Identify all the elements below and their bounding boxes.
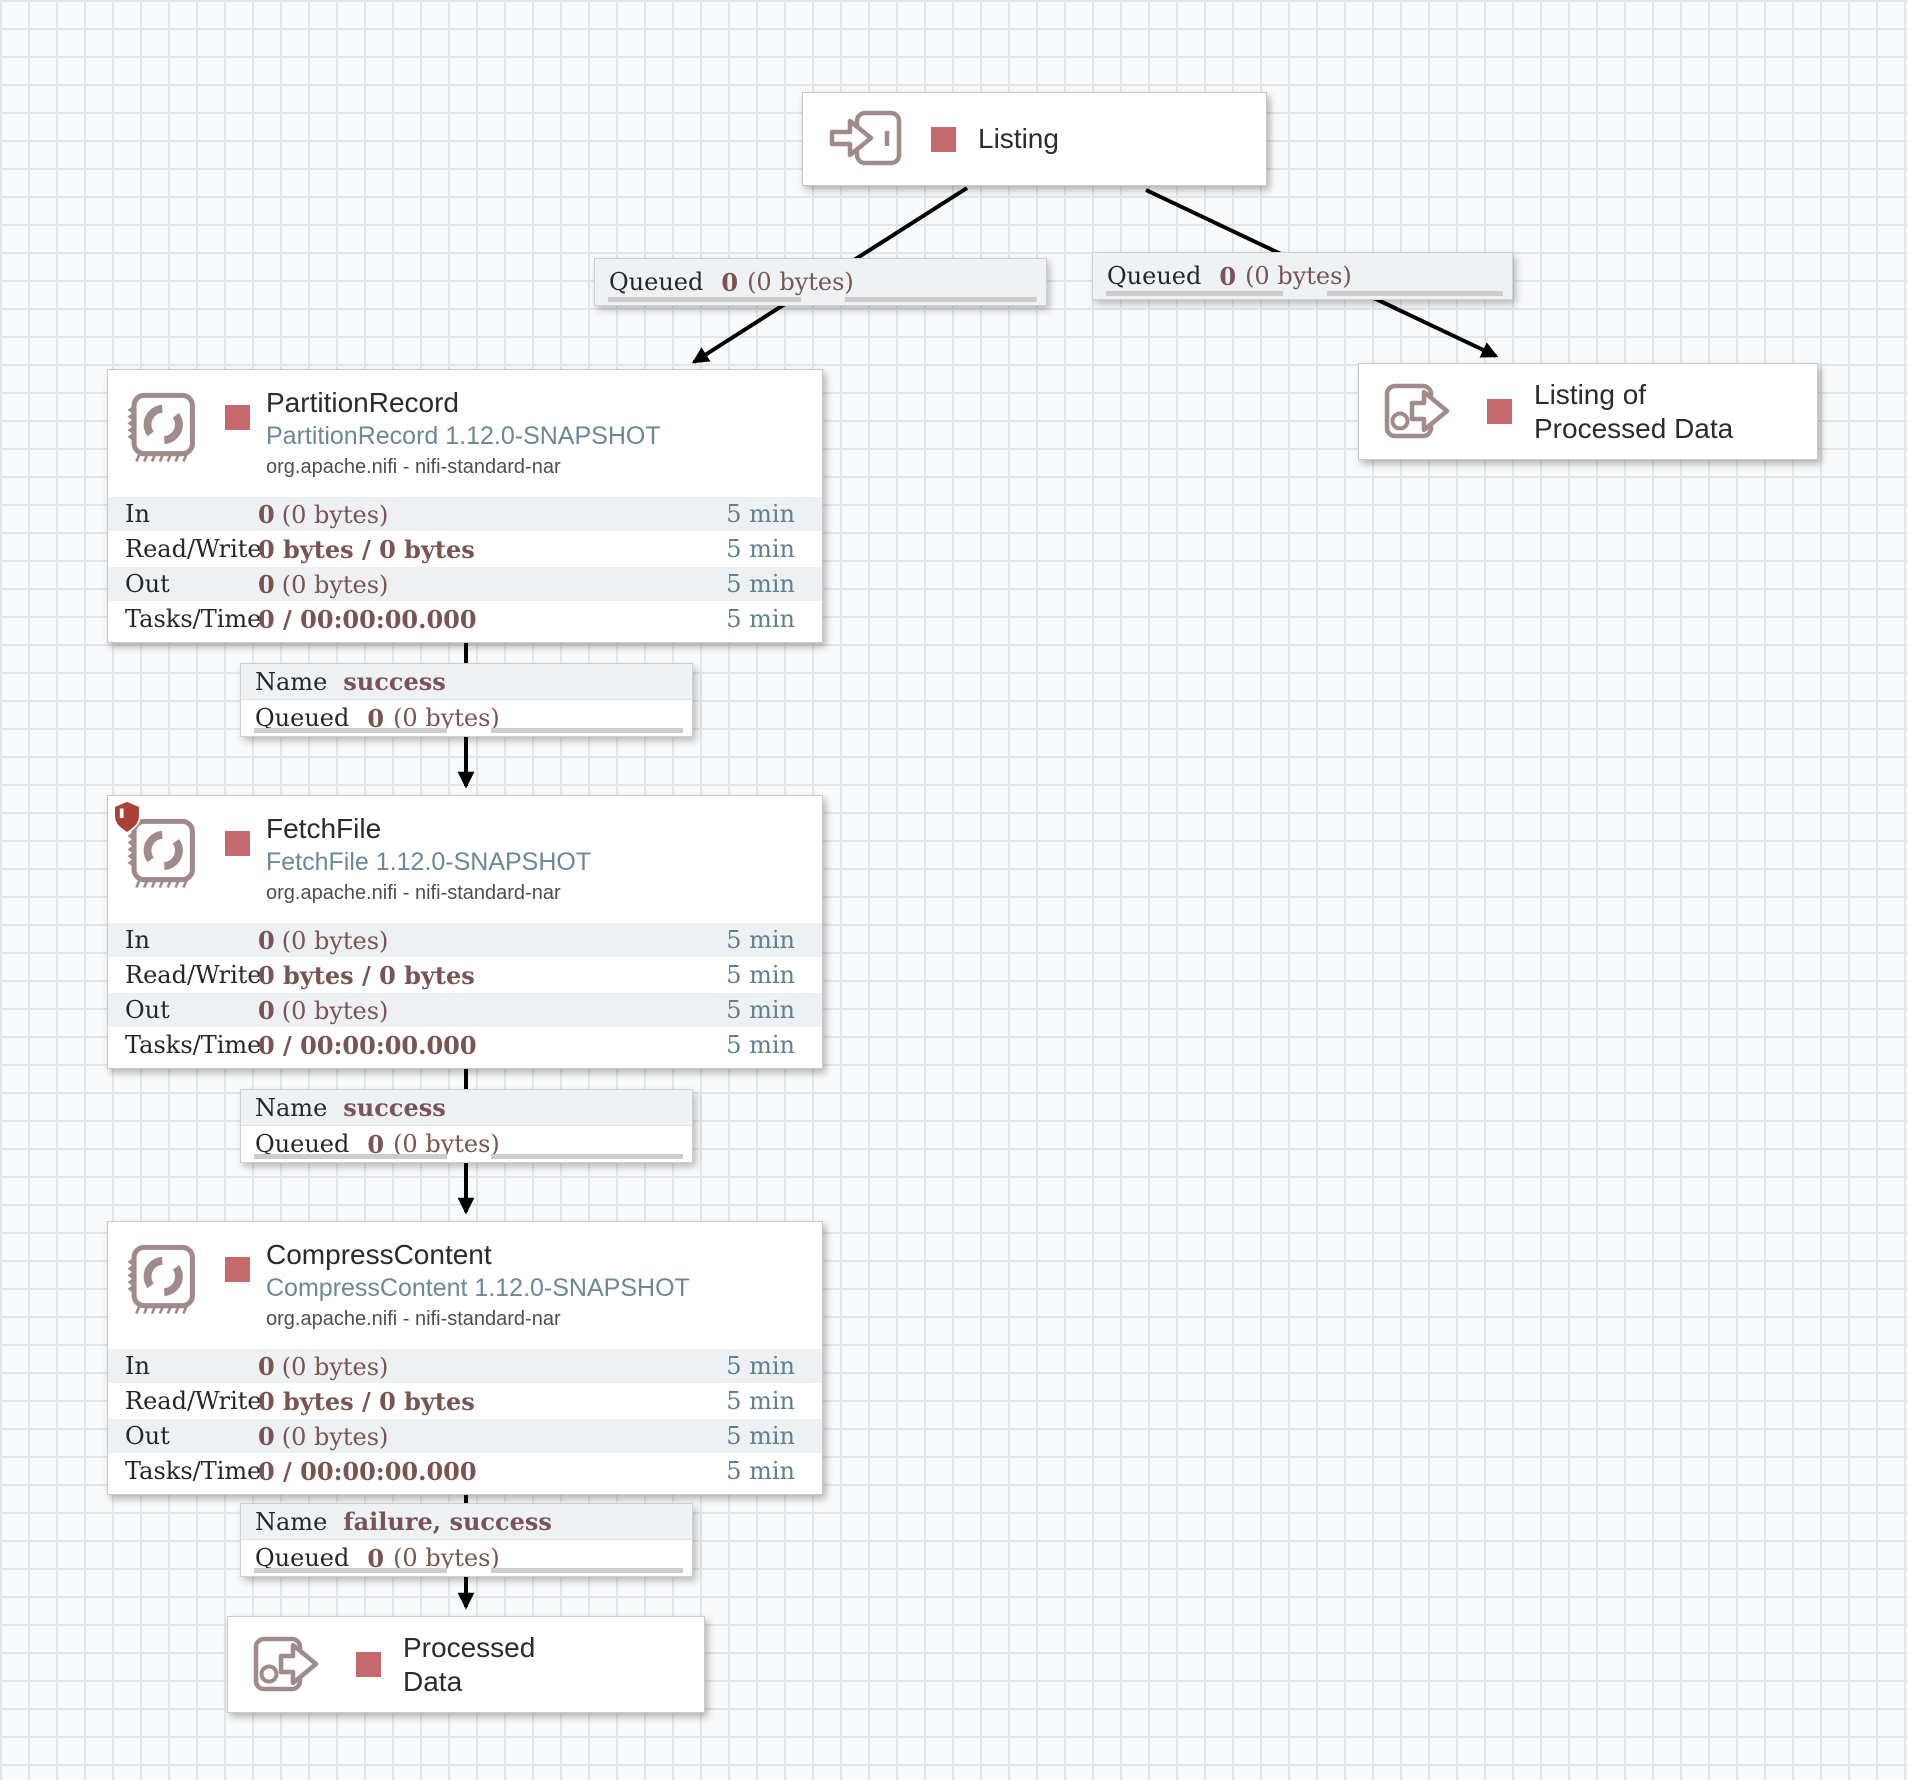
- port-label: Listing of Processed Data: [1534, 378, 1734, 444]
- input-port-icon: [825, 107, 905, 171]
- restricted-shield-icon: [112, 800, 142, 834]
- queued-row: Queued 0 (0 bytes): [241, 1126, 692, 1162]
- queue-progress-bars: [608, 297, 1037, 302]
- stat-row-out: Out 0(0 bytes) 5 min: [108, 992, 822, 1027]
- input-port-listing[interactable]: Listing: [802, 92, 1267, 186]
- name-row: Name success: [241, 1090, 692, 1126]
- queued-row: Queued 0 (0 bytes): [595, 259, 1046, 305]
- processor-compresscontent[interactable]: CompressContent CompressContent 1.12.0-S…: [107, 1221, 823, 1495]
- processor-header: CompressContent CompressContent 1.12.0-S…: [108, 1222, 822, 1348]
- queued-count: 0: [367, 1543, 385, 1573]
- stat-row-read-write: Read/Write 0 bytes / 0 bytes 5 min: [108, 531, 822, 566]
- queued-label: Queued: [1107, 262, 1202, 290]
- processor-name: CompressContent: [266, 1239, 492, 1270]
- connection-label-listing-to-output-port[interactable]: Queued 0 (0 bytes): [1092, 252, 1513, 300]
- queued-row: Queued 0 (0 bytes): [241, 700, 692, 736]
- queued-label: Queued: [255, 704, 350, 732]
- name-label: Name: [255, 667, 328, 696]
- port-label: Listing: [978, 123, 1059, 154]
- port-label: Processed Data: [403, 1631, 536, 1697]
- queued-size: (0 bytes): [393, 1130, 500, 1158]
- connection-label-compresscontent-to-processed-data[interactable]: Name failure, success Queued 0 (0 bytes): [240, 1503, 693, 1577]
- name-row: Name failure, success: [241, 1504, 692, 1540]
- stat-row-tasks-time: Tasks/Time 0 / 00:00:00.000 5 min: [108, 1027, 822, 1062]
- stopped-status-icon: [356, 1652, 381, 1677]
- name-label: Name: [255, 1507, 328, 1536]
- queued-label: Queued: [255, 1544, 350, 1572]
- processor-name: FetchFile: [266, 813, 382, 844]
- queue-progress-bars: [254, 1568, 683, 1573]
- stat-row-out: Out 0(0 bytes) 5 min: [108, 1418, 822, 1453]
- stat-row-read-write: Read/Write 0 bytes / 0 bytes 5 min: [108, 1383, 822, 1418]
- queued-count: 0: [1219, 261, 1237, 291]
- stat-row-in: In 0(0 bytes) 5 min: [108, 922, 822, 957]
- name-row: Name success: [241, 664, 692, 700]
- output-port-listing-of-processed-data[interactable]: Listing of Processed Data: [1358, 363, 1818, 460]
- connection-label-fetchfile-to-compresscontent[interactable]: Name success Queued 0 (0 bytes): [240, 1089, 693, 1163]
- processor-partitionrecord[interactable]: PartitionRecord PartitionRecord 1.12.0-S…: [107, 369, 823, 643]
- connection-label-partitionrecord-to-fetchfile[interactable]: Name success Queued 0 (0 bytes): [240, 663, 693, 737]
- stat-row-tasks-time: Tasks/Time 0 / 00:00:00.000 5 min: [108, 1453, 822, 1488]
- relationship-name: success: [343, 1093, 446, 1122]
- queue-progress-bars: [254, 728, 683, 733]
- processor-header: PartitionRecord PartitionRecord 1.12.0-S…: [108, 370, 822, 496]
- queued-size: (0 bytes): [393, 1544, 500, 1572]
- stopped-status-icon: [931, 126, 956, 152]
- queued-count: 0: [721, 267, 739, 297]
- connection-label-listing-to-partitionrecord[interactable]: Queued 0 (0 bytes): [594, 258, 1047, 306]
- processor-version: FetchFile 1.12.0-SNAPSHOT: [266, 848, 592, 876]
- stopped-status-icon: [225, 831, 250, 856]
- output-port-icon: [1381, 380, 1461, 444]
- processor-version: PartitionRecord 1.12.0-SNAPSHOT: [266, 422, 661, 450]
- stopped-status-icon: [225, 1257, 250, 1282]
- queued-label: Queued: [609, 268, 704, 296]
- queued-count: 0: [367, 703, 385, 733]
- processor-icon: [124, 392, 198, 466]
- relationship-name: success: [343, 667, 446, 696]
- stat-row-read-write: Read/Write 0 bytes / 0 bytes 5 min: [108, 957, 822, 992]
- queued-size: (0 bytes): [747, 268, 854, 296]
- queued-size: (0 bytes): [393, 704, 500, 732]
- processor-bundle: org.apache.nifi - nifi-standard-nar: [266, 1308, 561, 1330]
- name-label: Name: [255, 1093, 328, 1122]
- queued-row: Queued 0 (0 bytes): [1093, 253, 1512, 299]
- stat-row-out: Out 0(0 bytes) 5 min: [108, 566, 822, 601]
- stat-row-in: In 0(0 bytes) 5 min: [108, 1348, 822, 1383]
- processor-icon: [124, 1244, 198, 1318]
- stopped-status-icon: [1487, 399, 1512, 424]
- processor-bundle: org.apache.nifi - nifi-standard-nar: [266, 456, 561, 478]
- queued-row: Queued 0 (0 bytes): [241, 1540, 692, 1576]
- processor-fetchfile[interactable]: FetchFile FetchFile 1.12.0-SNAPSHOT org.…: [107, 795, 823, 1069]
- queued-label: Queued: [255, 1130, 350, 1158]
- processor-bundle: org.apache.nifi - nifi-standard-nar: [266, 882, 561, 904]
- queue-progress-bars: [1106, 291, 1503, 296]
- processor-version: CompressContent 1.12.0-SNAPSHOT: [266, 1274, 690, 1302]
- processor-header: FetchFile FetchFile 1.12.0-SNAPSHOT org.…: [108, 796, 822, 922]
- queued-size: (0 bytes): [1245, 262, 1352, 290]
- queued-count: 0: [367, 1129, 385, 1159]
- stat-row-in: In 0(0 bytes) 5 min: [108, 496, 822, 531]
- relationship-name: failure, success: [343, 1507, 552, 1536]
- stopped-status-icon: [225, 405, 250, 430]
- queue-progress-bars: [254, 1154, 683, 1159]
- output-port-processed-data[interactable]: Processed Data: [227, 1616, 705, 1713]
- output-port-icon: [250, 1633, 330, 1697]
- processor-name: PartitionRecord: [266, 387, 459, 418]
- stat-row-tasks-time: Tasks/Time 0 / 00:00:00.000 5 min: [108, 601, 822, 636]
